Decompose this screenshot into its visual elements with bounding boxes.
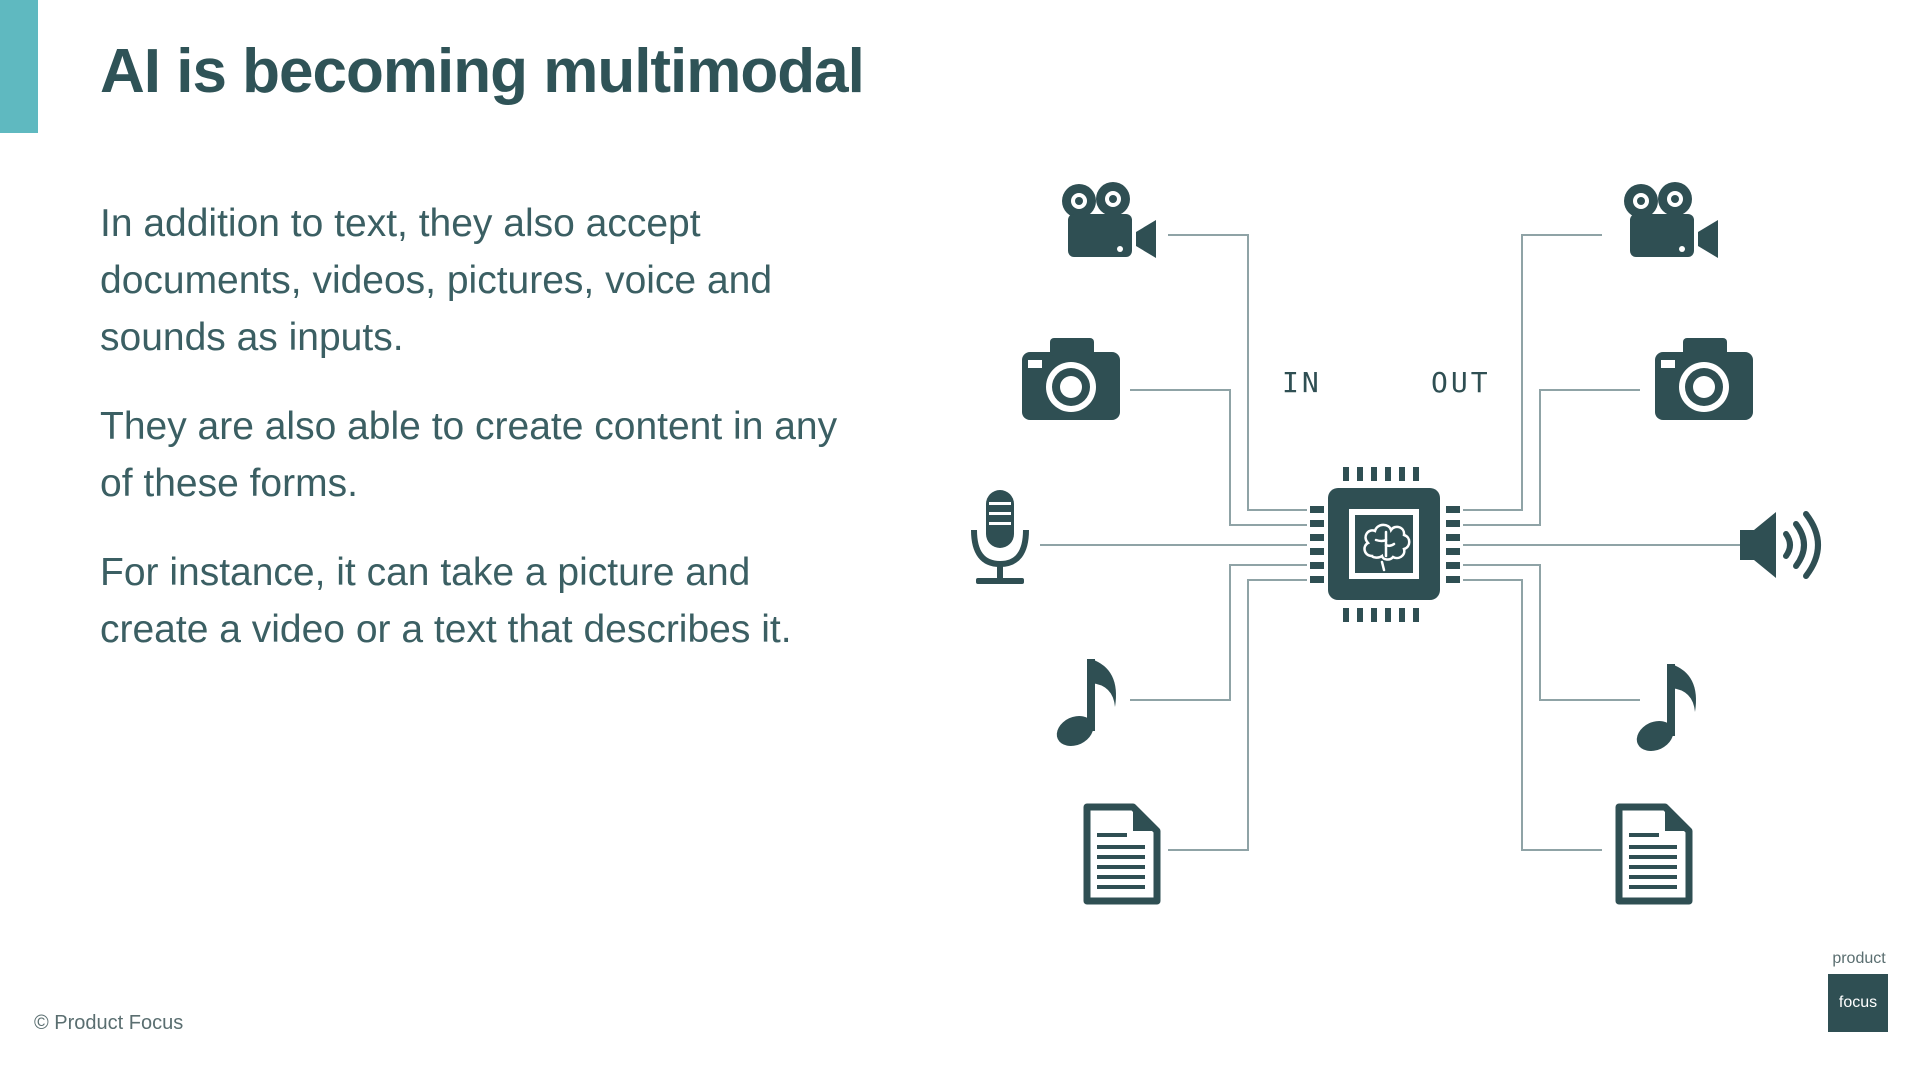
in-label: IN (1282, 366, 1322, 399)
document-icon (1615, 803, 1693, 905)
camera-icon (1655, 338, 1753, 420)
speaker-icon (1740, 511, 1821, 579)
microphone-icon (971, 490, 1029, 584)
paragraph-example: For instance, it can take a picture and … (100, 551, 792, 651)
paragraph-inputs: In addition to text, they also accept do… (100, 202, 773, 359)
multimodal-diagram: IN OUT (971, 182, 1821, 905)
video-camera-icon (1624, 182, 1718, 258)
slide-title: AI is becoming multimodal (100, 37, 865, 106)
logo-box-text: focus (1838, 994, 1878, 1011)
accent-bar (0, 0, 38, 133)
music-note-icon (1056, 659, 1116, 747)
copyright-notice: © Product Focus (34, 1012, 184, 1034)
music-note-icon (1636, 664, 1696, 752)
logo-box: focus (1828, 974, 1888, 1032)
out-label: OUT (1431, 366, 1491, 399)
camera-icon (1022, 338, 1120, 420)
product-focus-logo: product focus (1828, 950, 1890, 1032)
video-camera-icon (1062, 182, 1156, 258)
slide-body: In addition to text, they also accept do… (100, 195, 860, 690)
logo-top-text: product (1832, 950, 1886, 967)
document-icon (1083, 803, 1161, 905)
connector-lines (1040, 234, 1740, 851)
paragraph-outputs: They are also able to create content in … (100, 405, 838, 505)
ai-chip-brain-icon (1310, 467, 1460, 622)
